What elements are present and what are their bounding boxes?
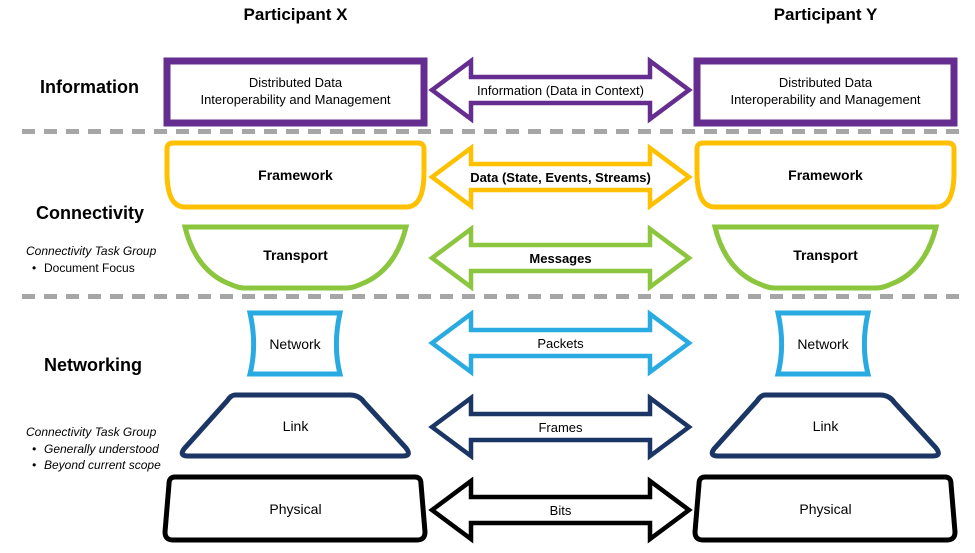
divider-dashed-top <box>22 129 962 134</box>
networking-note-title: Connectivity Task Group <box>26 425 157 439</box>
physical-arrow-icon <box>428 476 693 544</box>
transport-shape-y <box>711 224 940 291</box>
link-arrow-icon <box>428 393 693 461</box>
information-arrow-icon <box>428 56 693 124</box>
framework-arrow-icon <box>428 143 693 211</box>
physical-shape-x <box>162 474 428 543</box>
network-arrow-icon <box>428 309 693 377</box>
information-box-x <box>163 57 428 127</box>
networking-note-bullet: Beyond current scope <box>26 457 161 473</box>
connectivity-note-title: Connectivity Task Group <box>26 244 157 258</box>
transport-arrow-icon <box>428 224 693 292</box>
connectivity-note: Connectivity Task Group Document Focus <box>26 243 157 277</box>
transport-shape-x <box>181 224 410 291</box>
networking-note-bullet: Generally understood <box>26 441 161 457</box>
connectivity-note-bullets: Document Focus <box>26 260 156 276</box>
section-label-information: Information <box>40 77 139 97</box>
physical-shape-y <box>692 474 958 543</box>
link-shape-y <box>709 392 941 459</box>
connectivity-note-bullet: Document Focus <box>26 260 156 276</box>
network-shape-y <box>774 310 872 377</box>
networking-note: Connectivity Task Group Generally unders… <box>26 424 161 474</box>
section-label-connectivity: Connectivity <box>36 203 145 223</box>
participant-y-title: Participant Y <box>773 5 878 24</box>
information-box-y <box>693 57 958 127</box>
section-label-networking: Networking <box>44 355 143 375</box>
networking-note-bullets: Generally understood Beyond current scop… <box>26 441 161 474</box>
framework-shape-y <box>694 140 957 210</box>
participant-x-title: Participant X <box>243 5 348 24</box>
network-shape-x <box>246 310 344 377</box>
link-shape-x <box>179 392 411 459</box>
divider-dashed-bottom <box>22 294 962 299</box>
framework-shape-x <box>164 140 427 210</box>
